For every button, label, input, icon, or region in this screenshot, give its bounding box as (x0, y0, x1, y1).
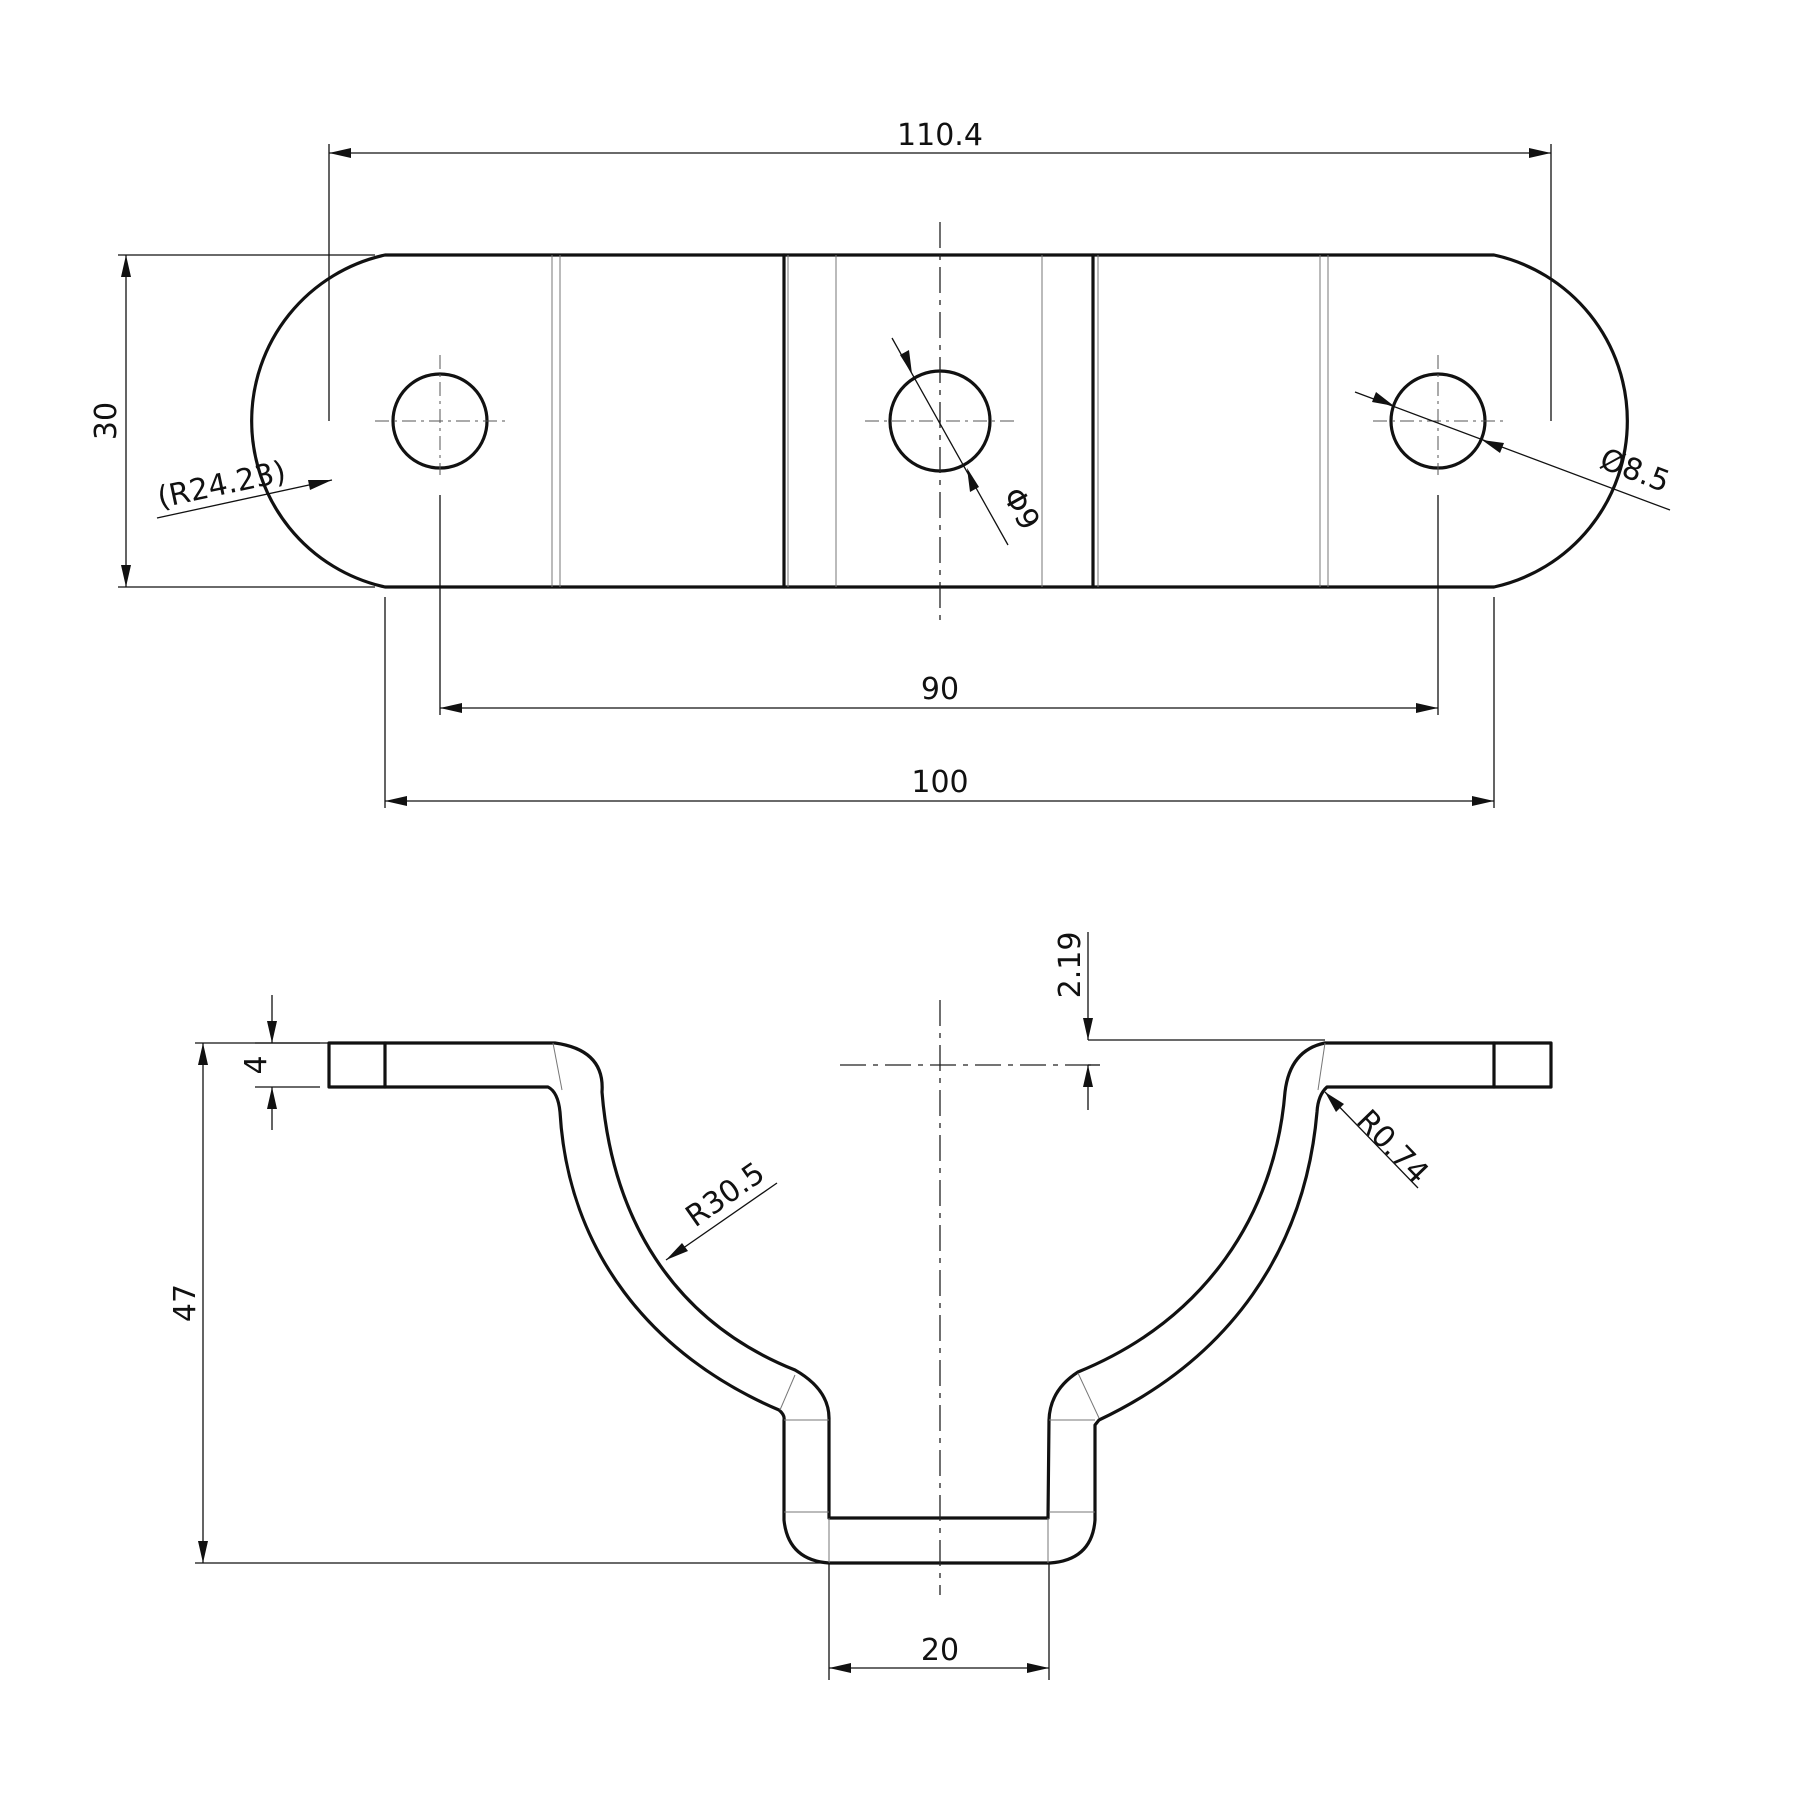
arrowhead (1529, 148, 1551, 158)
arrowhead (267, 1021, 277, 1043)
leader-r24 (156, 479, 333, 519)
tangent-line (1317, 1042, 1326, 1091)
front-view: 4 47 2.19 R30.5 R0.74 20 (168, 932, 1553, 1680)
arrowhead (267, 1087, 277, 1109)
top-view: 110.4 30 (R24.23) Φ9 Ø8.5 90 100 (89, 118, 1674, 808)
front-view-profile (327, 1041, 1553, 1565)
arrowhead (967, 468, 979, 492)
arrowhead (1325, 1092, 1344, 1112)
arrowhead (198, 1541, 208, 1563)
dim-inner-radius: R0.74 (1349, 1103, 1435, 1190)
arrowhead (666, 1243, 688, 1260)
dim-body-length: 100 (911, 765, 968, 800)
dim-center-hole: Φ9 (995, 482, 1046, 536)
dim-arc-radius: (R24.23) (154, 455, 289, 516)
arrowhead (308, 480, 332, 490)
arrowhead (121, 255, 131, 277)
arrowhead (900, 350, 912, 374)
dim-offset: 2.19 (1053, 932, 1088, 999)
top-view-outline (250, 253, 1629, 589)
tangent-line (779, 1374, 796, 1411)
arrowhead (1083, 1018, 1093, 1040)
arrowhead (1372, 392, 1394, 406)
tangent-line (552, 1042, 563, 1091)
dim-thickness: 4 (239, 1055, 274, 1074)
dim-side-hole: Ø8.5 (1595, 442, 1674, 500)
arrowhead (198, 1043, 208, 1065)
arrowhead (440, 703, 462, 713)
dim-bend-radius: R30.5 (680, 1156, 772, 1235)
dim-overall-width: 110.4 (897, 118, 983, 153)
arrowhead (829, 1663, 851, 1673)
leader-d8-5 (1354, 391, 1671, 511)
arrowhead (1083, 1065, 1093, 1087)
dim-hole-spacing: 90 (921, 672, 959, 707)
dim-height-top: 30 (89, 402, 124, 440)
arrowhead (329, 148, 351, 158)
tangent-line (1077, 1372, 1100, 1419)
arrowhead (385, 796, 407, 806)
arrowhead (121, 565, 131, 587)
dim-height-front: 47 (168, 1284, 203, 1322)
arrowhead (1482, 440, 1504, 453)
arrowhead (1472, 796, 1494, 806)
arrowhead (1416, 703, 1438, 713)
arrowhead (1027, 1663, 1049, 1673)
leader-r0-74 (1324, 1091, 1419, 1189)
dim-bottom-width: 20 (921, 1633, 959, 1668)
